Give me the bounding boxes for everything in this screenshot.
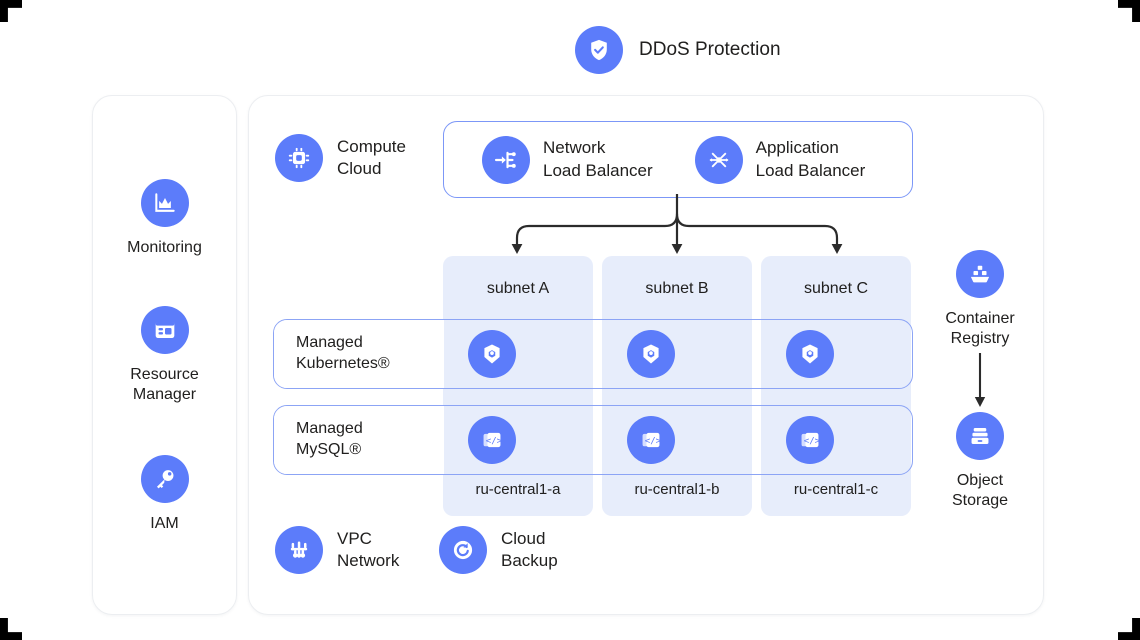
service-label: Application Load Balancer (755, 138, 866, 180)
corner-mark-bottom-left (0, 618, 22, 640)
service-row-managed-kubernetes[interactable]: Managed Kubernetes® (273, 319, 913, 389)
availability-zone-label: ru-central1-b (634, 481, 720, 498)
service-label: Compute Cloud (337, 136, 406, 178)
sidebar-item-label: Monitoring (127, 239, 202, 256)
subnet-title: subnet C (803, 280, 869, 297)
corner-mark-top-left (0, 0, 22, 22)
sidebar-item-label: IAM (150, 515, 179, 532)
service-object-storage[interactable]: Object Storage (930, 411, 1030, 512)
object-storage-icon (956, 411, 1004, 460)
right-column: Container Registry Object Storage (930, 250, 1030, 512)
sidebar-item-label: Resource Manager (130, 366, 199, 404)
sidebar-item-iam[interactable]: IAM (93, 455, 236, 534)
service-label: Object Storage (951, 471, 1009, 510)
subnet-column: subnet C ru-central1-c (761, 256, 911, 516)
kubernetes-icon (786, 330, 834, 378)
page-title: DDoS Protection (639, 39, 781, 60)
kubernetes-icon (627, 330, 675, 378)
sidebar-item-monitoring[interactable]: Monitoring (93, 179, 236, 258)
service-label: Managed MySQL® (296, 413, 371, 467)
svg-text:</>: </> (804, 436, 821, 446)
mysql-database-icon: </> (786, 416, 834, 464)
service-label: Network Load Balancer (543, 138, 653, 180)
mysql-database-icon: </> (468, 416, 516, 464)
corner-mark-bottom-right (1118, 618, 1140, 640)
subnet-column: subnet A ru-central1-a (443, 256, 593, 516)
corner-mark-top-right (1118, 0, 1140, 22)
key-icon (140, 455, 189, 503)
branch-connector (511, 194, 843, 254)
subnet-title: subnet B (645, 280, 709, 297)
monitoring-chart-icon (140, 179, 189, 227)
subnet-title: subnet A (486, 280, 550, 297)
vpc-network-icon (275, 526, 323, 574)
network-load-balancer-icon (482, 135, 530, 184)
service-label: VPC Network (337, 528, 400, 570)
kubernetes-icon (468, 330, 516, 378)
service-container-registry[interactable]: Container Registry (930, 250, 1030, 350)
svg-text:</>: </> (486, 436, 503, 446)
service-label: Cloud Backup (501, 528, 558, 570)
service-label: Container Registry (945, 310, 1015, 348)
application-load-balancer-icon (694, 135, 743, 184)
availability-zone-label: ru-central1-a (475, 481, 561, 498)
main-panel: Compute Cloud Network Load Balancer (248, 95, 1044, 615)
down-arrow-icon (930, 350, 1030, 412)
service-cloud-backup[interactable]: Cloud Backup (439, 526, 558, 574)
service-compute-cloud[interactable]: Compute Cloud (275, 134, 406, 182)
load-balancer-group: Network Load Balancer (443, 121, 913, 198)
cloud-backup-icon (439, 526, 487, 574)
service-application-load-balancer[interactable]: Application Load Balancer (694, 135, 866, 184)
cpu-chip-icon (275, 134, 323, 182)
subnet-column: subnet B ru-central1-b (602, 256, 752, 516)
resource-manager-icon (140, 306, 189, 354)
sidebar-panel: Monitoring Resource Manager IAM (92, 95, 237, 615)
service-vpc-network[interactable]: VPC Network (275, 526, 399, 574)
service-label: Managed Kubernetes® (296, 327, 398, 381)
subnet-grid: subnet A ru-central1-a subnet B ru-centr… (443, 256, 913, 516)
sidebar-item-resource-manager[interactable]: Resource Manager (93, 306, 236, 406)
shield-check-icon (575, 26, 623, 74)
service-network-load-balancer[interactable]: Network Load Balancer (482, 135, 653, 184)
mysql-database-icon: </> (627, 416, 675, 464)
availability-zone-label: ru-central1-c (793, 481, 879, 498)
ddos-protection-header: DDoS Protection (575, 26, 781, 74)
service-row-managed-mysql[interactable]: Managed MySQL® </> </> </> (273, 405, 913, 475)
svg-text:</>: </> (645, 436, 662, 446)
container-registry-icon (956, 250, 1004, 298)
